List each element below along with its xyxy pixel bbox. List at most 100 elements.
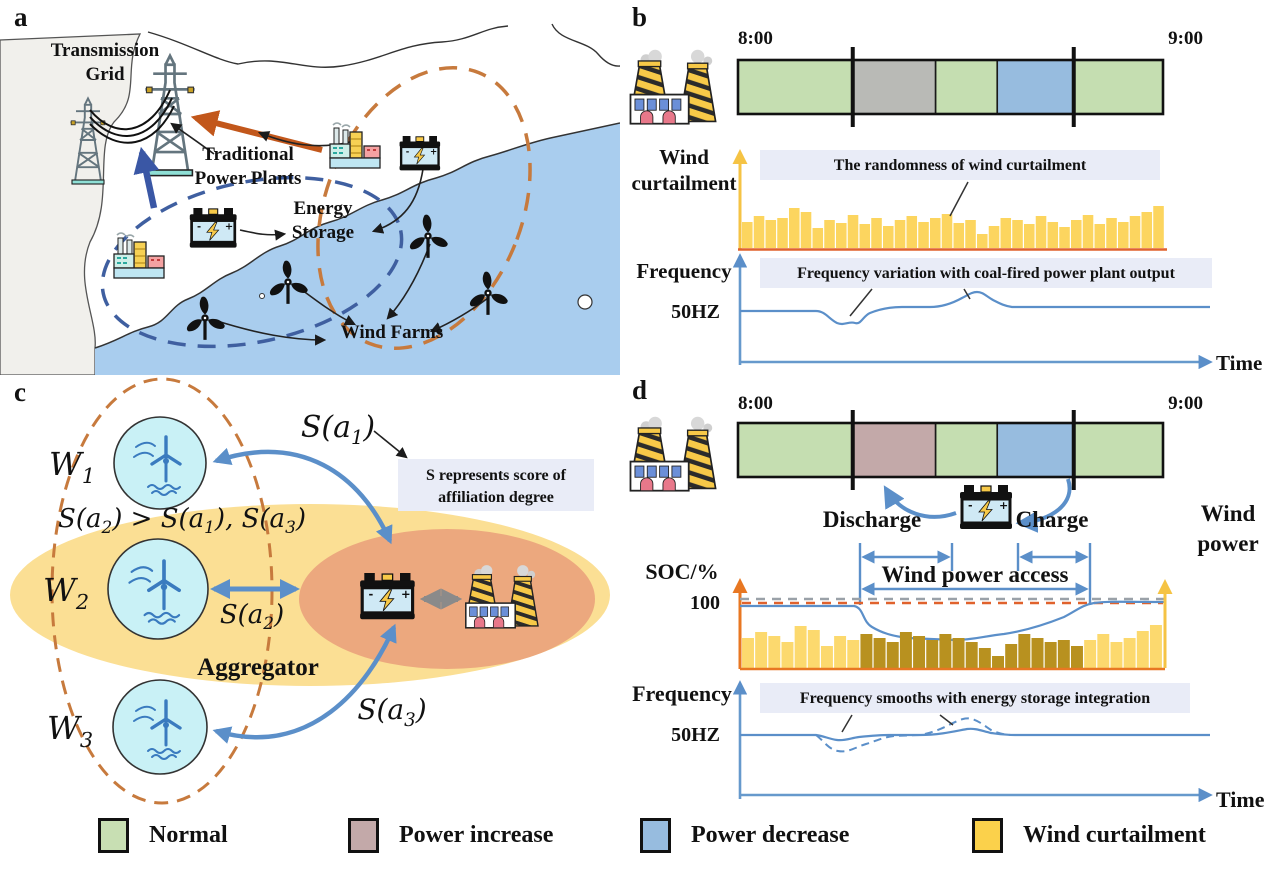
frequency-annotation: Frequency variation with coal-fired powe… — [797, 265, 1175, 282]
hz-label: 50HZ — [671, 301, 720, 323]
legend-label: Normal — [149, 822, 228, 848]
annotation-box — [760, 683, 1190, 713]
factory-icon — [629, 48, 717, 125]
annotation-pointer — [841, 714, 853, 733]
annotation-pointer — [939, 714, 954, 726]
map-pointer-arrows — [170, 122, 489, 346]
wind-power-axis-label: power — [1197, 531, 1258, 556]
annotation-pointer — [949, 181, 969, 217]
soc-curve — [740, 600, 1166, 642]
score-annotation: S represents score of — [426, 467, 567, 484]
time-start: 8:00 — [738, 28, 773, 49]
panel-d: d 8:00 9:00 Discharge Charge Wind power … — [620, 375, 1280, 810]
frequency-unsmoothed-dashed-curve — [815, 717, 1014, 753]
frequency-axis-label: Frequency — [632, 681, 732, 706]
energy-storage-label: Energy — [293, 198, 353, 219]
frequency-smoothed-curve — [740, 727, 1210, 742]
traditional-power-plants-label: Traditional — [202, 144, 294, 165]
panel-a: a Transmission Grid Traditional Power Pl… — [0, 0, 620, 375]
soc-100-label: 100 — [690, 592, 720, 614]
legend-swatch-wind-curtailment — [972, 818, 1003, 853]
legend-swatch-power-increase — [348, 818, 379, 853]
annotation-box — [398, 459, 594, 511]
time-start: 8:00 — [738, 393, 773, 414]
blue-dashed-ellipse — [100, 175, 404, 349]
map-north-coast — [147, 25, 509, 68]
transmission-grid-label: Transmission — [51, 40, 160, 61]
annotation-box — [760, 258, 1212, 288]
frequency-axis-label: Frequency — [636, 259, 732, 283]
blue-flow-arrow — [133, 146, 160, 209]
legend-item-power-increase: Power increase — [348, 818, 553, 853]
legend-swatch-normal — [98, 818, 129, 853]
battery-icon — [958, 483, 1014, 531]
w2-label: W2 — [43, 571, 89, 614]
map-island — [577, 294, 593, 310]
w1-label: W1 — [49, 445, 95, 488]
hz-label: 50HZ — [671, 724, 720, 746]
wind-power-access-label: Wind power access — [882, 562, 1069, 587]
wind-power-bars — [742, 625, 1162, 668]
panel-d-letter: d — [632, 375, 647, 405]
s3-arrow — [212, 623, 397, 744]
panel-a-map: a Transmission Grid Traditional Power Pl… — [0, 0, 620, 375]
legend-item-wind-curtailment: Wind curtailment — [972, 818, 1206, 853]
wind-power-axis-label: Wind — [1201, 501, 1256, 526]
frequency-annotation: Frequency smooths with energy storage in… — [800, 690, 1150, 707]
legend: Normal Power increase Power decrease Win… — [0, 818, 1280, 871]
battery-icon — [398, 134, 442, 172]
panel-c: c W1 W2 W3 — [0, 375, 620, 810]
panel-b: b 8:00 9:00 Wind curtailment The randomn… — [620, 0, 1280, 375]
panel-c-diagram: c W1 W2 W3 — [10, 377, 610, 805]
w3-label: W3 — [47, 709, 93, 752]
charge-arrow — [1015, 478, 1072, 533]
legend-item-power-decrease: Power decrease — [640, 818, 849, 853]
factory-icon — [629, 415, 717, 492]
time-end: 9:00 — [1168, 28, 1203, 49]
wind-curtailment-bars — [742, 206, 1164, 248]
timeline-bar — [736, 410, 1165, 490]
discharge-arrow — [883, 485, 957, 519]
timeline-bar — [736, 47, 1165, 127]
panel-d-chart: d 8:00 9:00 Discharge Charge Wind power … — [629, 375, 1265, 810]
panel-c-letter: c — [14, 377, 26, 407]
annotation-pointer — [963, 288, 971, 300]
annotation-box — [760, 150, 1160, 180]
legend-item-normal: Normal — [98, 818, 228, 853]
soc-axis-label: SOC/% — [645, 559, 718, 584]
s1-arrow — [212, 447, 393, 545]
s1-label: S(a1) — [301, 410, 375, 449]
traditional-power-plants-label: Power Plants — [195, 168, 302, 189]
map-left-region — [0, 33, 142, 375]
time-end: 9:00 — [1168, 393, 1203, 414]
time-axis-label: Time — [1216, 351, 1262, 375]
discharge-label: Discharge — [823, 507, 921, 532]
time-axis-label: Time — [1216, 787, 1265, 810]
annotation-pointer — [849, 288, 873, 317]
transmission-tower-icon — [69, 54, 196, 185]
legend-label: Power increase — [399, 822, 554, 848]
legend-label: Power decrease — [691, 822, 850, 848]
wind-curtailment-axis-label: Wind — [659, 145, 709, 169]
orange-dashed-ellipse — [316, 65, 532, 351]
battery-icon — [358, 571, 417, 621]
transmission-grid-label: Grid — [85, 64, 124, 85]
panel-b-chart: b 8:00 9:00 Wind curtailment The randomn… — [629, 2, 1262, 375]
wind-farm-w2 — [107, 538, 209, 640]
access-span-guides — [858, 543, 1092, 605]
curtailment-annotation: The randomness of wind curtailment — [834, 157, 1087, 174]
frequency-curve — [740, 290, 1210, 326]
wind-farms-label: Wind Farms — [341, 322, 444, 343]
legend-swatch-power-decrease — [640, 818, 671, 853]
wind-farm-w3 — [112, 679, 208, 775]
battery-icon — [188, 206, 238, 249]
energy-storage-label: Storage — [292, 222, 354, 243]
map-peninsula — [551, 23, 620, 67]
map-islet — [259, 293, 265, 299]
panel-b-letter: b — [632, 2, 647, 32]
score-annotation: affiliation degree — [438, 489, 554, 506]
map-coastline — [94, 122, 620, 349]
panel-a-letter: a — [14, 2, 28, 32]
charge-label: Charge — [1016, 507, 1089, 532]
aggregator-label: Aggregator — [197, 654, 319, 681]
